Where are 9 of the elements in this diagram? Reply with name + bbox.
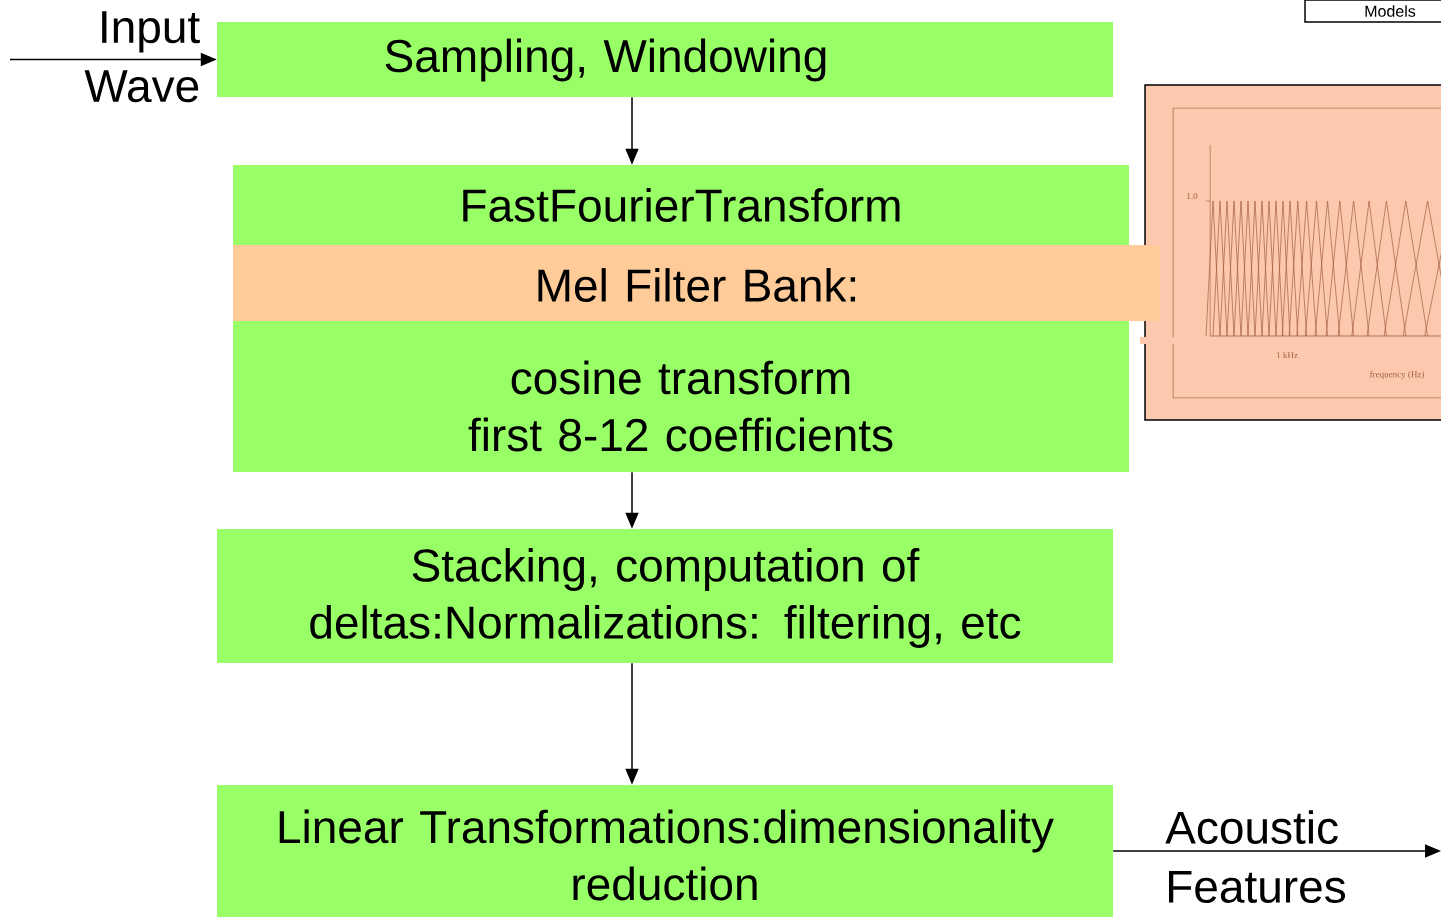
process-box: Stacking, computation of deltas:Normalizations: filtering, etc (217, 529, 1113, 663)
process-box: Sampling, Windowing (217, 22, 1113, 97)
model-box: Models (1304, 0, 1441, 23)
process-box: Linear Transformations:dimensionality reduction (217, 785, 1113, 917)
edge-label: Acoustic Features (1165, 810, 1346, 903)
axis-label: frequency (Hz) (1369, 370, 1424, 380)
axis-label: 1 kHz (1276, 351, 1298, 359)
axis-label: 1.0 (1187, 192, 1198, 200)
edge-label: Input Wave (84, 11, 200, 103)
